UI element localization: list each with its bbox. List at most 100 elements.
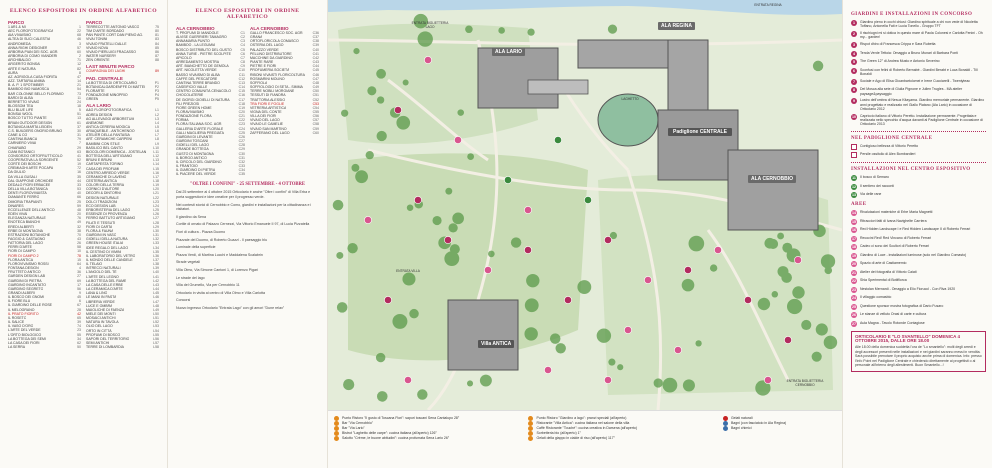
stand-number: C15: [238, 89, 245, 94]
tree-icon: [777, 232, 785, 240]
stand-number: P2: [154, 84, 159, 89]
entrata-lago-label: ENTRATA BIGLIETTERIA LAGO: [411, 21, 449, 29]
number-badge: 27: [851, 320, 857, 327]
service-marker-icon: [334, 431, 339, 436]
stand-number: 12: [77, 62, 81, 67]
stand-number: L51: [153, 316, 159, 321]
stand-number: 88: [155, 58, 159, 63]
stand-number: 14: [77, 79, 81, 84]
exhibitor-name: ANNA TURIE - PIETRE SCOLPITE: [176, 51, 231, 56]
exhibitor-name: DA VILLA GUSALI: [8, 174, 37, 179]
smantello-text: Alle 18.00 della domenica suddetta l'ora…: [855, 345, 982, 368]
legend-text: Via delle rane: [860, 192, 882, 197]
marker-dot-icon: [714, 246, 722, 254]
number-badge: 22: [851, 278, 857, 285]
stand-number: L56: [153, 336, 159, 341]
ala-regina-label: ALA REGINA: [658, 22, 695, 30]
stand-number: 79: [77, 137, 81, 142]
stand-number: C25: [238, 130, 245, 135]
exhibitor-name: ART. NICOLETTA VERDE: [176, 68, 217, 73]
exhibitor-name: GRANDI ALBERI: [8, 291, 35, 295]
stand-number: P5: [154, 97, 159, 102]
legend-column: Punto Ristoro "Giardino a lago": pranzi …: [528, 416, 716, 463]
tree-icon: [815, 323, 828, 336]
exhibitor-name: APICOLO: [176, 55, 192, 60]
number-badge: 7: [851, 78, 857, 85]
aree-title: AREE: [851, 202, 867, 208]
service-marker-icon: [528, 426, 534, 431]
service-legend-row: Bagni (con fasciatoio in Ala Regina): [722, 421, 836, 426]
garden-marker: [644, 276, 652, 284]
tree-icon: [811, 351, 822, 362]
stand-number: C13: [238, 80, 245, 85]
tree-icon: [444, 251, 460, 267]
exhibitor-name: VIVAIO FRATELLI DALLE: [86, 41, 127, 46]
exhibitor-name: GIARDINI DI LEVANTE: [176, 134, 213, 139]
legend-text: Rivalutazioni materiche di Erbe Maria Ma…: [860, 210, 933, 215]
exhibitor-name: FERRO BATTUTO ARTIGIANO: [86, 216, 136, 221]
oltre-paragraph: Il giardino da Sena: [176, 214, 206, 219]
ala-lario-label: ALA LARIO: [492, 48, 526, 56]
number-badge: 21: [851, 269, 857, 276]
number-badge: 5: [851, 59, 857, 66]
gardens-competition-title: GIARDINI E INSTALLAZIONI IN CONCORSO: [851, 12, 973, 17]
stand-number: C23: [238, 122, 245, 127]
service-legend-text: Bistrot "Laghetto delle carpe": cucina i…: [342, 431, 437, 435]
exhibitor-name: CHIARABO: [8, 145, 27, 150]
section-heading: PARCO: [86, 20, 103, 25]
service-marker-icon: [722, 421, 728, 426]
stand-number: L53: [153, 324, 159, 329]
stand-number: 50: [77, 345, 81, 350]
stand-number: 28: [77, 307, 81, 312]
stand-number: L39: [153, 266, 159, 271]
exhibitor-name: LA CASA DELLE ERBE: [86, 282, 123, 287]
exhibitor-name: VETRERIA ARTISTICA: [250, 105, 287, 110]
exhibitor-name: ESSENZE DI PROVENZA: [86, 212, 128, 217]
marker-dot-icon: [674, 346, 682, 354]
stand-number: 23: [77, 328, 81, 333]
stand-number: 78: [77, 253, 81, 258]
marker-dot-icon: [454, 136, 462, 144]
stand-number: C33: [238, 164, 245, 168]
legend-text: Spazio di arte di Castiamemio: [860, 261, 907, 266]
tree-icon: [681, 278, 695, 292]
exhibitor-name: BOSCO TUTTO PIANTE: [8, 116, 47, 121]
marker-dot-icon: [444, 236, 452, 244]
garden-marker: [524, 246, 532, 254]
tree-icon: [607, 24, 618, 34]
exhibitor-name: ANDROMEDA: [8, 41, 31, 46]
exhibitor-name: CASEIFICIO VALLE: [176, 85, 208, 90]
exhibitor-list-panel-middle: ELENCO ESPOSITORI IN ORDINE ALFABETICO A…: [168, 0, 328, 468]
exhibitor-name: DA GIULIO: [8, 170, 26, 175]
stand-number: 25: [77, 199, 81, 204]
